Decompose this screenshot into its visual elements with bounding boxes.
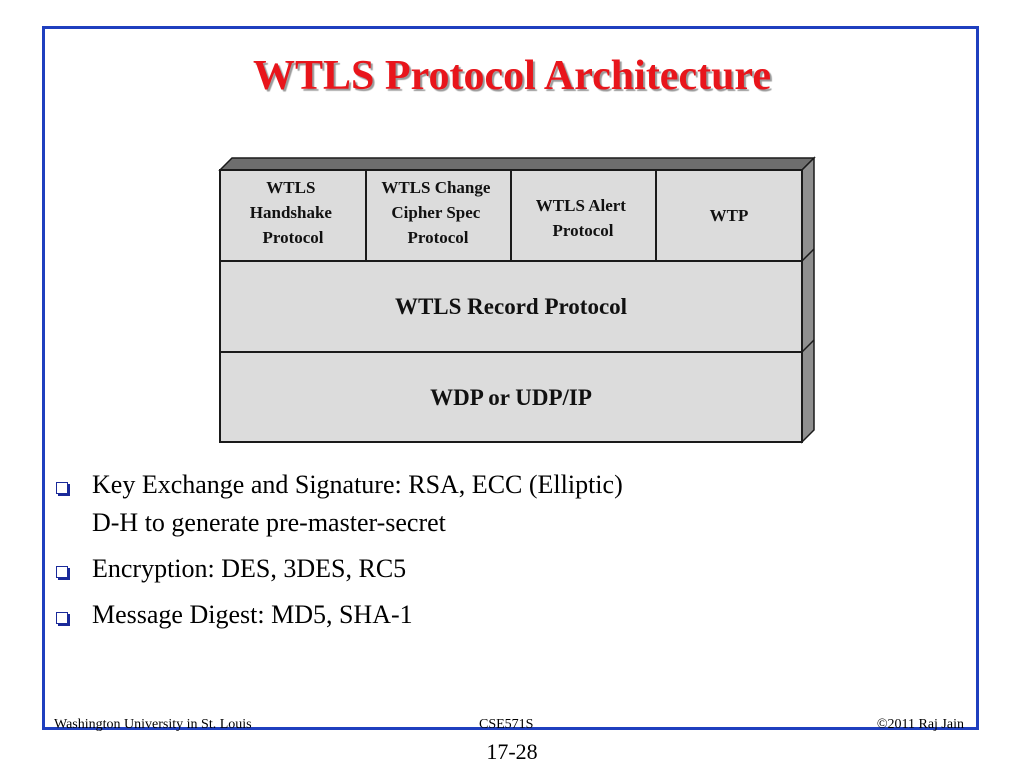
slide-frame xyxy=(42,26,979,730)
checkbox-bullet-icon xyxy=(56,612,68,624)
bullet-list: Key Exchange and Signature: RSA, ECC (El… xyxy=(56,466,956,642)
footer-institution: Washington University in St. Louis xyxy=(54,717,252,732)
slide-title: WTLS Protocol Architecture xyxy=(253,53,771,99)
checkbox-bullet-icon xyxy=(56,566,68,578)
side-divider-1 xyxy=(801,248,815,262)
handshake-label-line2: Handshake xyxy=(250,203,333,222)
handshake-label-line3: Protocol xyxy=(262,228,323,247)
slide-number: 17-28 xyxy=(486,739,538,764)
footer-course: CSE571S xyxy=(479,717,534,732)
transport-box xyxy=(219,351,803,443)
bullet-item-message-digest: Message Digest: MD5, SHA-1 xyxy=(56,596,956,634)
bullet-item-key-exchange: Key Exchange and Signature: RSA, ECC (El… xyxy=(56,466,956,542)
record-protocol-box xyxy=(219,260,803,353)
cipher-spec-label-line2: Cipher Spec xyxy=(391,203,480,222)
handshake-protocol-box xyxy=(219,169,367,262)
wtp-label: WTP xyxy=(710,206,749,225)
cipher-spec-label-line1: WTLS Change xyxy=(381,178,491,197)
alert-label-line1: WTLS Alert xyxy=(536,196,627,215)
stack-side-face xyxy=(801,156,815,444)
checkbox-bullet-icon xyxy=(56,482,68,494)
bullet-text-line2: D-H to generate pre-master-secret xyxy=(92,508,446,537)
change-cipher-spec-box xyxy=(365,169,512,262)
bullet-text-line1: Key Exchange and Signature: RSA, ECC (El… xyxy=(92,470,623,499)
footer-copyright: ©2011 Raj Jain xyxy=(876,717,964,732)
cipher-spec-label-line3: Protocol xyxy=(407,228,468,247)
side-divider-2 xyxy=(801,339,815,353)
svg-text:WTLS Change Cipher Spec: WTLS Change Cipher Spec Protocol xyxy=(381,178,494,247)
svg-text:WTP: WTP xyxy=(710,206,749,225)
svg-text:WTLS Alert Protocol: WTLS Alert Protocol xyxy=(536,196,630,240)
bullet-text: Encryption: DES, 3DES, RC5 xyxy=(92,554,407,583)
svg-text:WTLS Handshake Protoco: WTLS Handshake Protocol xyxy=(250,178,336,247)
handshake-label-line1: WTLS xyxy=(266,178,315,197)
stack-top-face xyxy=(218,157,816,171)
record-protocol-label: WTLS Record Protocol xyxy=(395,294,627,319)
wtp-box xyxy=(655,169,803,262)
bullet-text: Message Digest: MD5, SHA-1 xyxy=(92,600,413,629)
bullet-item-encryption: Encryption: DES, 3DES, RC5 xyxy=(56,550,956,588)
alert-protocol-box xyxy=(510,169,657,262)
alert-label-line2: Protocol xyxy=(552,221,613,240)
transport-label: WDP or UDP/IP xyxy=(430,385,592,410)
